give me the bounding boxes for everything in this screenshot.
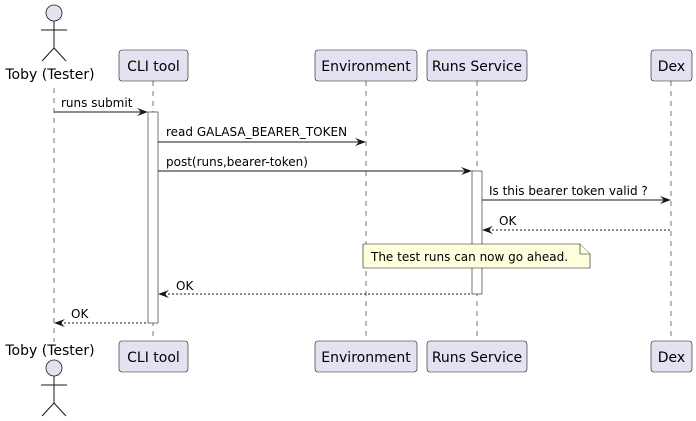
message-post-runs: post(runs,bearer-token): [158, 155, 472, 175]
participant-runs-service-bottom: Runs Service: [426, 340, 528, 373]
message-label: OK: [499, 214, 517, 228]
message-validate-token: Is this bearer token valid ?: [482, 184, 671, 204]
arrow-head-icon: [54, 319, 65, 327]
participant-environment-label: Environment: [321, 350, 411, 366]
actor-head-icon: [45, 4, 63, 22]
participant-dex-top: Dex: [650, 49, 693, 82]
participant-cli-label: CLI tool: [127, 59, 180, 75]
participant-cli-top: CLI tool: [118, 49, 189, 82]
actor-head-icon: [45, 359, 63, 377]
participant-cli-bottom: CLI tool: [118, 340, 189, 373]
participant-runs-service-top: Runs Service: [426, 49, 528, 82]
participant-environment-label: Environment: [321, 59, 411, 75]
participant-dex-label: Dex: [658, 350, 685, 366]
participant-dex-bottom: Dex: [650, 340, 693, 373]
activation-runs-service: [471, 170, 483, 295]
note-text: The test runs can now go ahead.: [370, 250, 568, 264]
participant-environment-top: Environment: [314, 49, 418, 82]
arrow-head-icon: [461, 167, 472, 175]
message-ok-dex: OK: [482, 214, 671, 234]
actor-tester-label-top: Toby (Tester): [4, 67, 94, 83]
arrow-head-icon: [482, 226, 493, 234]
message-label: post(runs,bearer-token): [166, 155, 308, 169]
participant-runs-service-label: Runs Service: [432, 350, 522, 366]
message-label: read GALASA_BEARER_TOKEN: [166, 125, 347, 139]
actor-tester-label-bottom: Toby (Tester): [4, 343, 94, 359]
message-ok-cli: OK: [54, 307, 148, 327]
actor-tester-top: Toby (Tester): [4, 4, 95, 83]
message-read-token: read GALASA_BEARER_TOKEN: [158, 125, 366, 146]
arrow-head-icon: [158, 290, 169, 298]
message-ok-runs: OK: [158, 279, 472, 298]
note-test-runs: The test runs can now go ahead.: [362, 243, 591, 269]
participant-dex-label: Dex: [658, 59, 685, 75]
arrow-head-icon: [660, 196, 671, 204]
participant-runs-service-label: Runs Service: [432, 59, 522, 75]
activation-cli: [147, 111, 159, 324]
participant-environment-bottom: Environment: [314, 340, 418, 373]
actor-tester-bottom: Toby (Tester): [4, 343, 95, 417]
arrow-head-icon: [137, 108, 148, 116]
message-label: OK: [71, 307, 89, 321]
message-runs-submit: runs submit: [54, 96, 148, 116]
message-label: Is this bearer token valid ?: [489, 184, 648, 198]
participant-cli-label: CLI tool: [127, 350, 180, 366]
message-label: OK: [176, 279, 194, 293]
arrow-head-icon: [355, 138, 366, 146]
message-label: runs submit: [61, 96, 133, 110]
